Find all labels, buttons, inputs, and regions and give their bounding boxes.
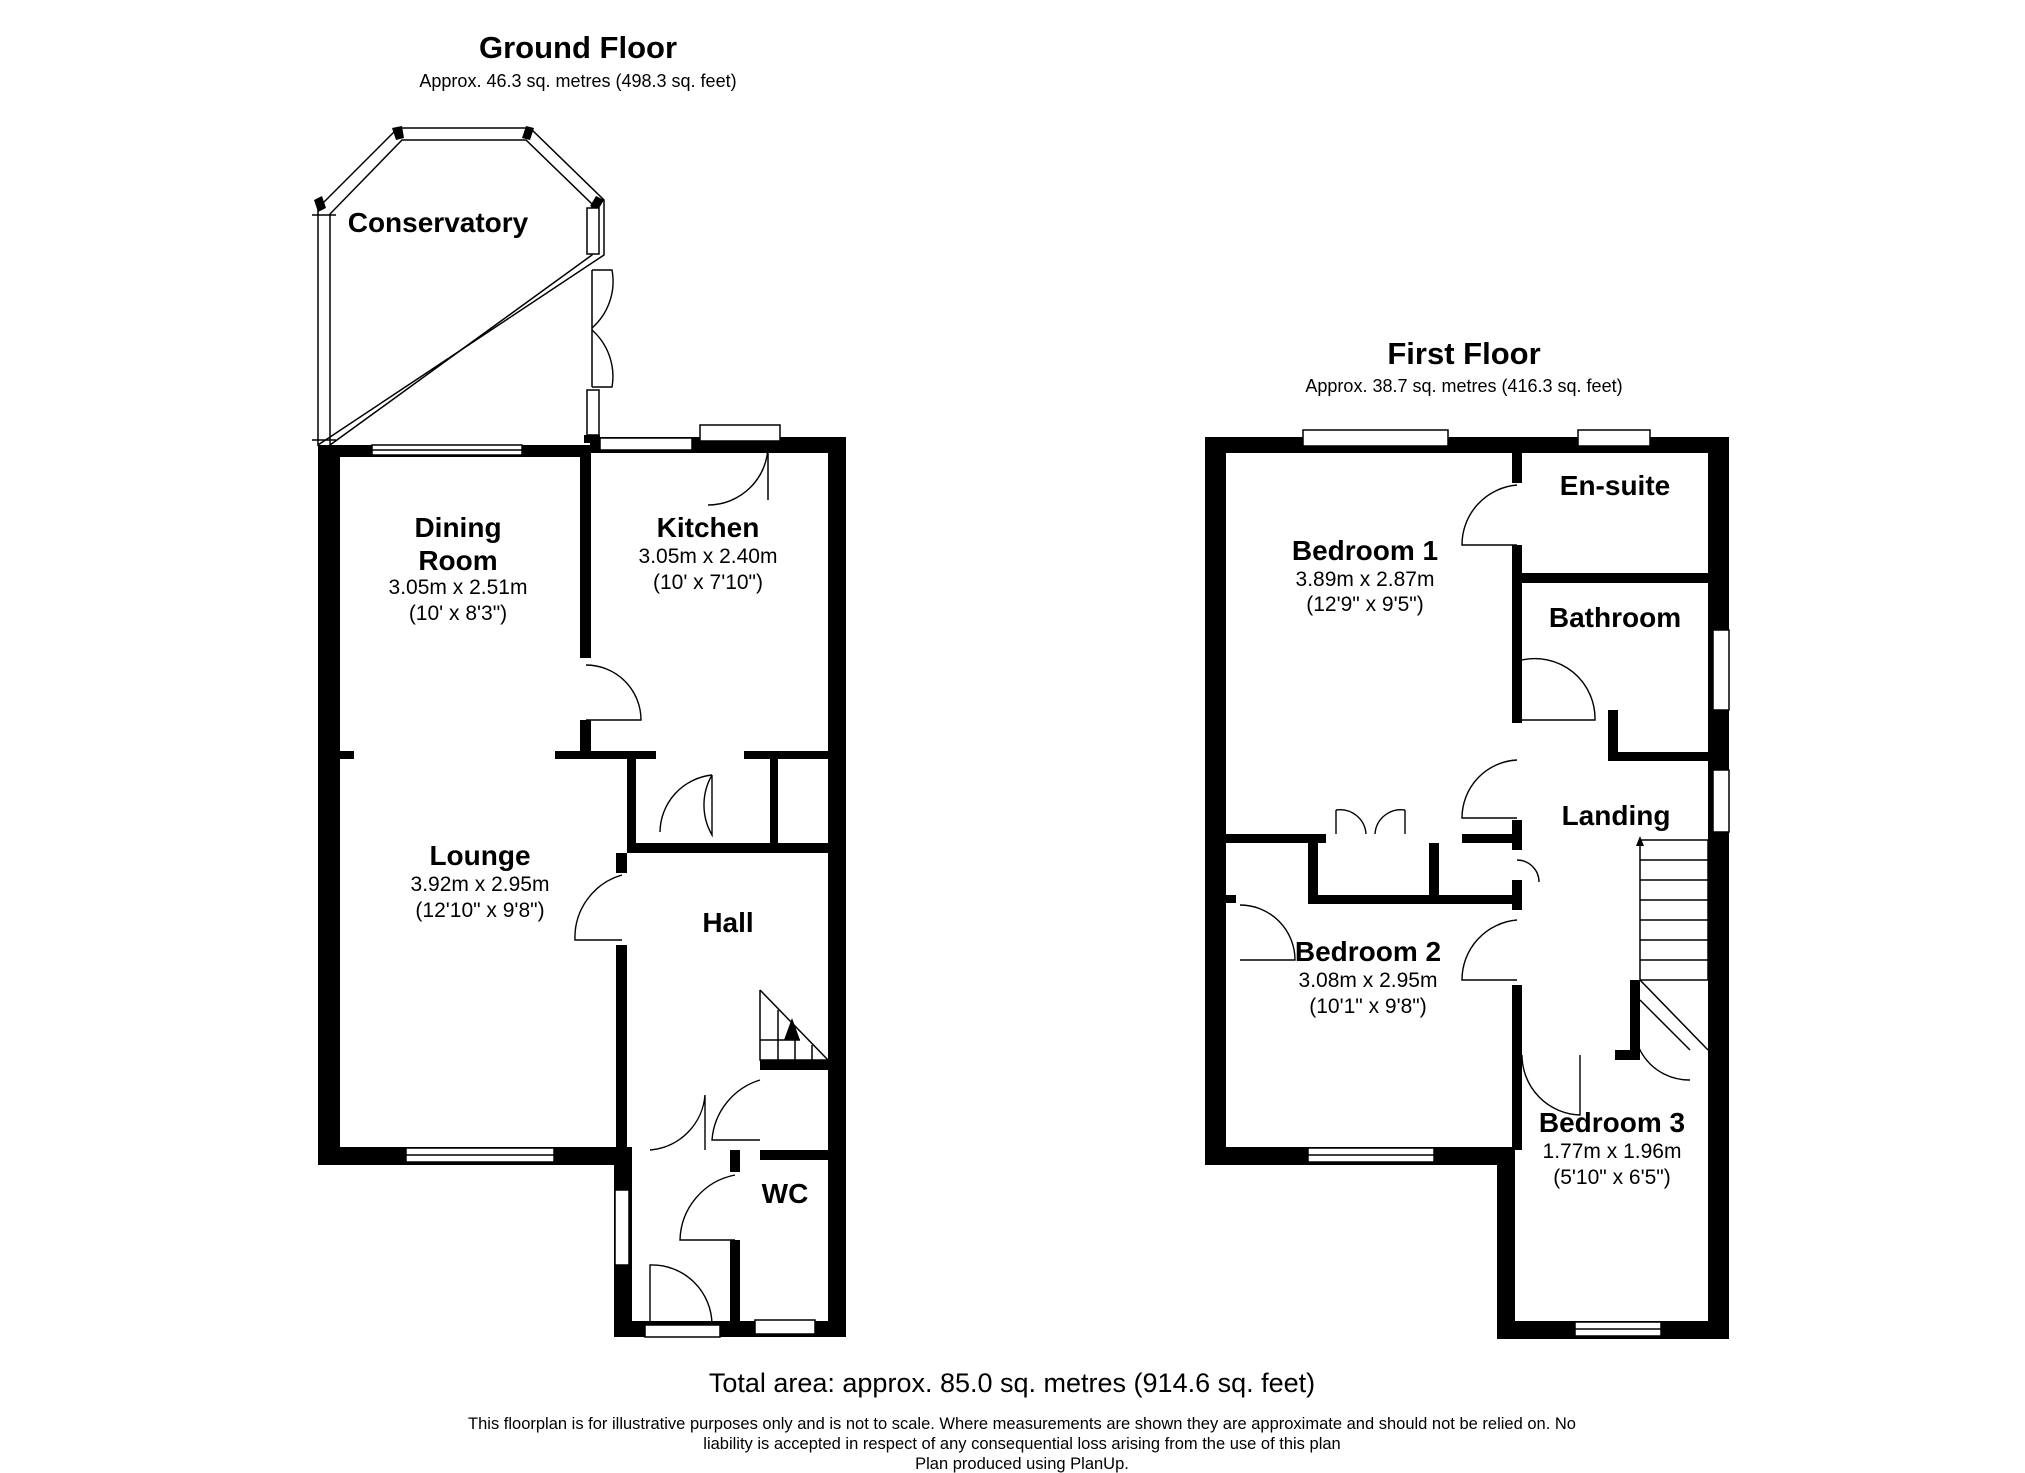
first-floor-walls	[1205, 437, 1729, 1339]
landing-label: Landing	[1562, 800, 1671, 831]
dining-room-dims-metric: 3.05m x 2.51m	[389, 576, 528, 599]
lounge-dims-imperial: (12'10" x 9'8")	[415, 899, 544, 922]
conservatory-french-doors	[591, 269, 614, 388]
ground-floor-stairs	[759, 989, 829, 1061]
bedroom1-label: Bedroom 1	[1292, 535, 1438, 566]
conservatory-label: Conservatory	[348, 207, 529, 238]
first-floor-stairs	[1633, 836, 1709, 1081]
dining-room-label-line1: Dining	[414, 512, 501, 543]
ground-floor-area: Approx. 46.3 sq. metres (498.3 sq. feet)	[419, 71, 736, 91]
kitchen-dims-imperial: (10' x 7'10")	[653, 571, 763, 594]
plan-produced-by: Plan produced using PlanUp.	[915, 1455, 1129, 1473]
bedroom1-dims-imperial: (12'9" x 9'5")	[1306, 593, 1423, 616]
ground-floor-title: Ground Floor	[479, 30, 677, 65]
first-floor-plan: En-suite Bedroom 1 3.89m x 2.87m (12'9" …	[1205, 429, 1730, 1339]
lounge-dims-metric: 3.92m x 2.95m	[411, 873, 550, 896]
wc-label: WC	[762, 1178, 809, 1209]
hall-label: Hall	[702, 907, 753, 938]
dining-room-dims-imperial: (10' x 8'3")	[409, 602, 507, 625]
kitchen-label: Kitchen	[657, 512, 760, 543]
bedroom3-dims-metric: 1.77m x 1.96m	[1543, 1140, 1682, 1163]
first-floor-doors	[1239, 484, 1596, 1116]
bedroom3-dims-imperial: (5'10" x 6'5")	[1553, 1166, 1670, 1189]
bedroom2-dims-metric: 3.08m x 2.95m	[1299, 969, 1438, 992]
lounge-label: Lounge	[429, 840, 530, 871]
first-floor-area: Approx. 38.7 sq. metres (416.3 sq. feet)	[1305, 376, 1622, 396]
first-floor-windows	[1302, 429, 1730, 1337]
ensuite-label: En-suite	[1560, 470, 1670, 501]
first-floor-title: First Floor	[1387, 336, 1540, 371]
bedroom2-dims-imperial: (10'1" x 9'8")	[1309, 995, 1426, 1018]
bedroom2-label: Bedroom 2	[1295, 936, 1441, 967]
dining-room-label-line2: Room	[418, 545, 497, 576]
ground-floor-doors	[574, 444, 769, 1326]
ground-floor-windows	[371, 424, 816, 1338]
bedroom1-dims-metric: 3.89m x 2.87m	[1296, 568, 1435, 591]
bathroom-label: Bathroom	[1549, 602, 1681, 633]
disclaimer-line-1: This floorplan is for illustrative purpo…	[468, 1415, 1576, 1433]
disclaimer-line-2: liability is accepted in respect of any …	[703, 1435, 1340, 1453]
bedroom3-label: Bedroom 3	[1539, 1107, 1685, 1138]
total-area: Total area: approx. 85.0 sq. metres (914…	[709, 1368, 1315, 1398]
kitchen-dims-metric: 3.05m x 2.40m	[639, 545, 778, 568]
conservatory-frame	[312, 126, 605, 447]
ground-floor-plan: Conservatory Dining Room 3.05m x 2.51m (…	[312, 126, 846, 1338]
